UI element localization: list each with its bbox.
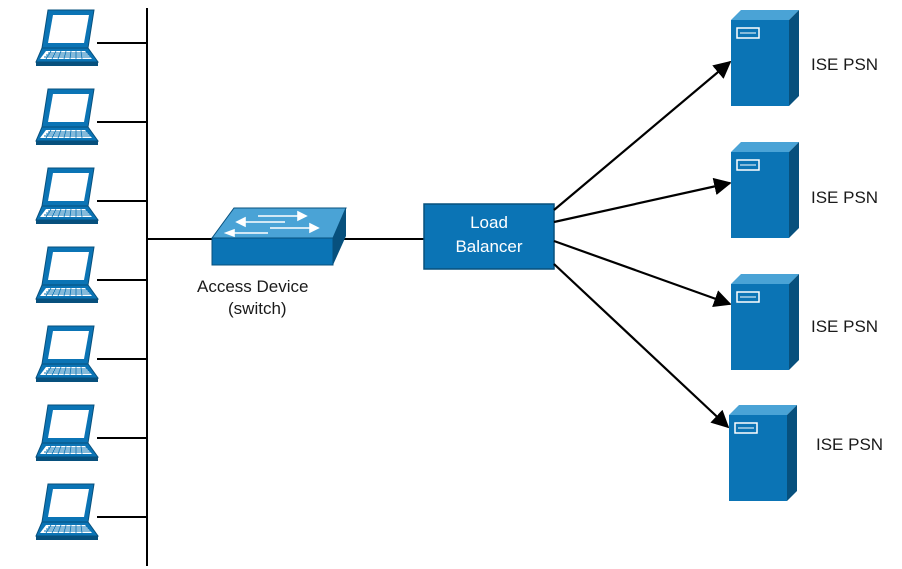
arrow-to-psn-3 xyxy=(553,239,732,307)
laptop-icon-2 xyxy=(35,88,99,146)
arrow-to-psn-1 xyxy=(553,60,732,211)
endpoint-laptops xyxy=(35,9,147,541)
load-balancer-label-line2: Balancer xyxy=(455,237,523,256)
access-device-label-line2: (switch) xyxy=(228,299,287,318)
server-icon-3 xyxy=(730,273,800,371)
load-balancer-icon xyxy=(423,203,555,270)
server-label-1: ISE PSN xyxy=(811,55,879,74)
server-label-3: ISE PSN xyxy=(811,317,879,336)
arrow-to-psn-4 xyxy=(553,263,730,429)
server-icon-4 xyxy=(728,404,798,502)
laptop-icon-1 xyxy=(35,9,99,67)
laptop-icon-6 xyxy=(35,404,99,462)
access-device-label-line1: Access Device xyxy=(197,277,309,296)
load-balancer-links xyxy=(553,60,732,429)
server-icon-2 xyxy=(730,141,800,239)
server-icon-1 xyxy=(730,9,800,107)
arrow-to-psn-2 xyxy=(553,177,732,224)
server-label-4: ISE PSN xyxy=(816,435,884,454)
switch-icon xyxy=(211,207,347,266)
laptop-icon-5 xyxy=(35,325,99,383)
laptop-icon-7 xyxy=(35,483,99,541)
laptop-icon-4 xyxy=(35,246,99,304)
server-label-2: ISE PSN xyxy=(811,188,879,207)
load-balancer-label-line1: Load xyxy=(470,213,508,232)
laptop-icon-3 xyxy=(35,167,99,225)
